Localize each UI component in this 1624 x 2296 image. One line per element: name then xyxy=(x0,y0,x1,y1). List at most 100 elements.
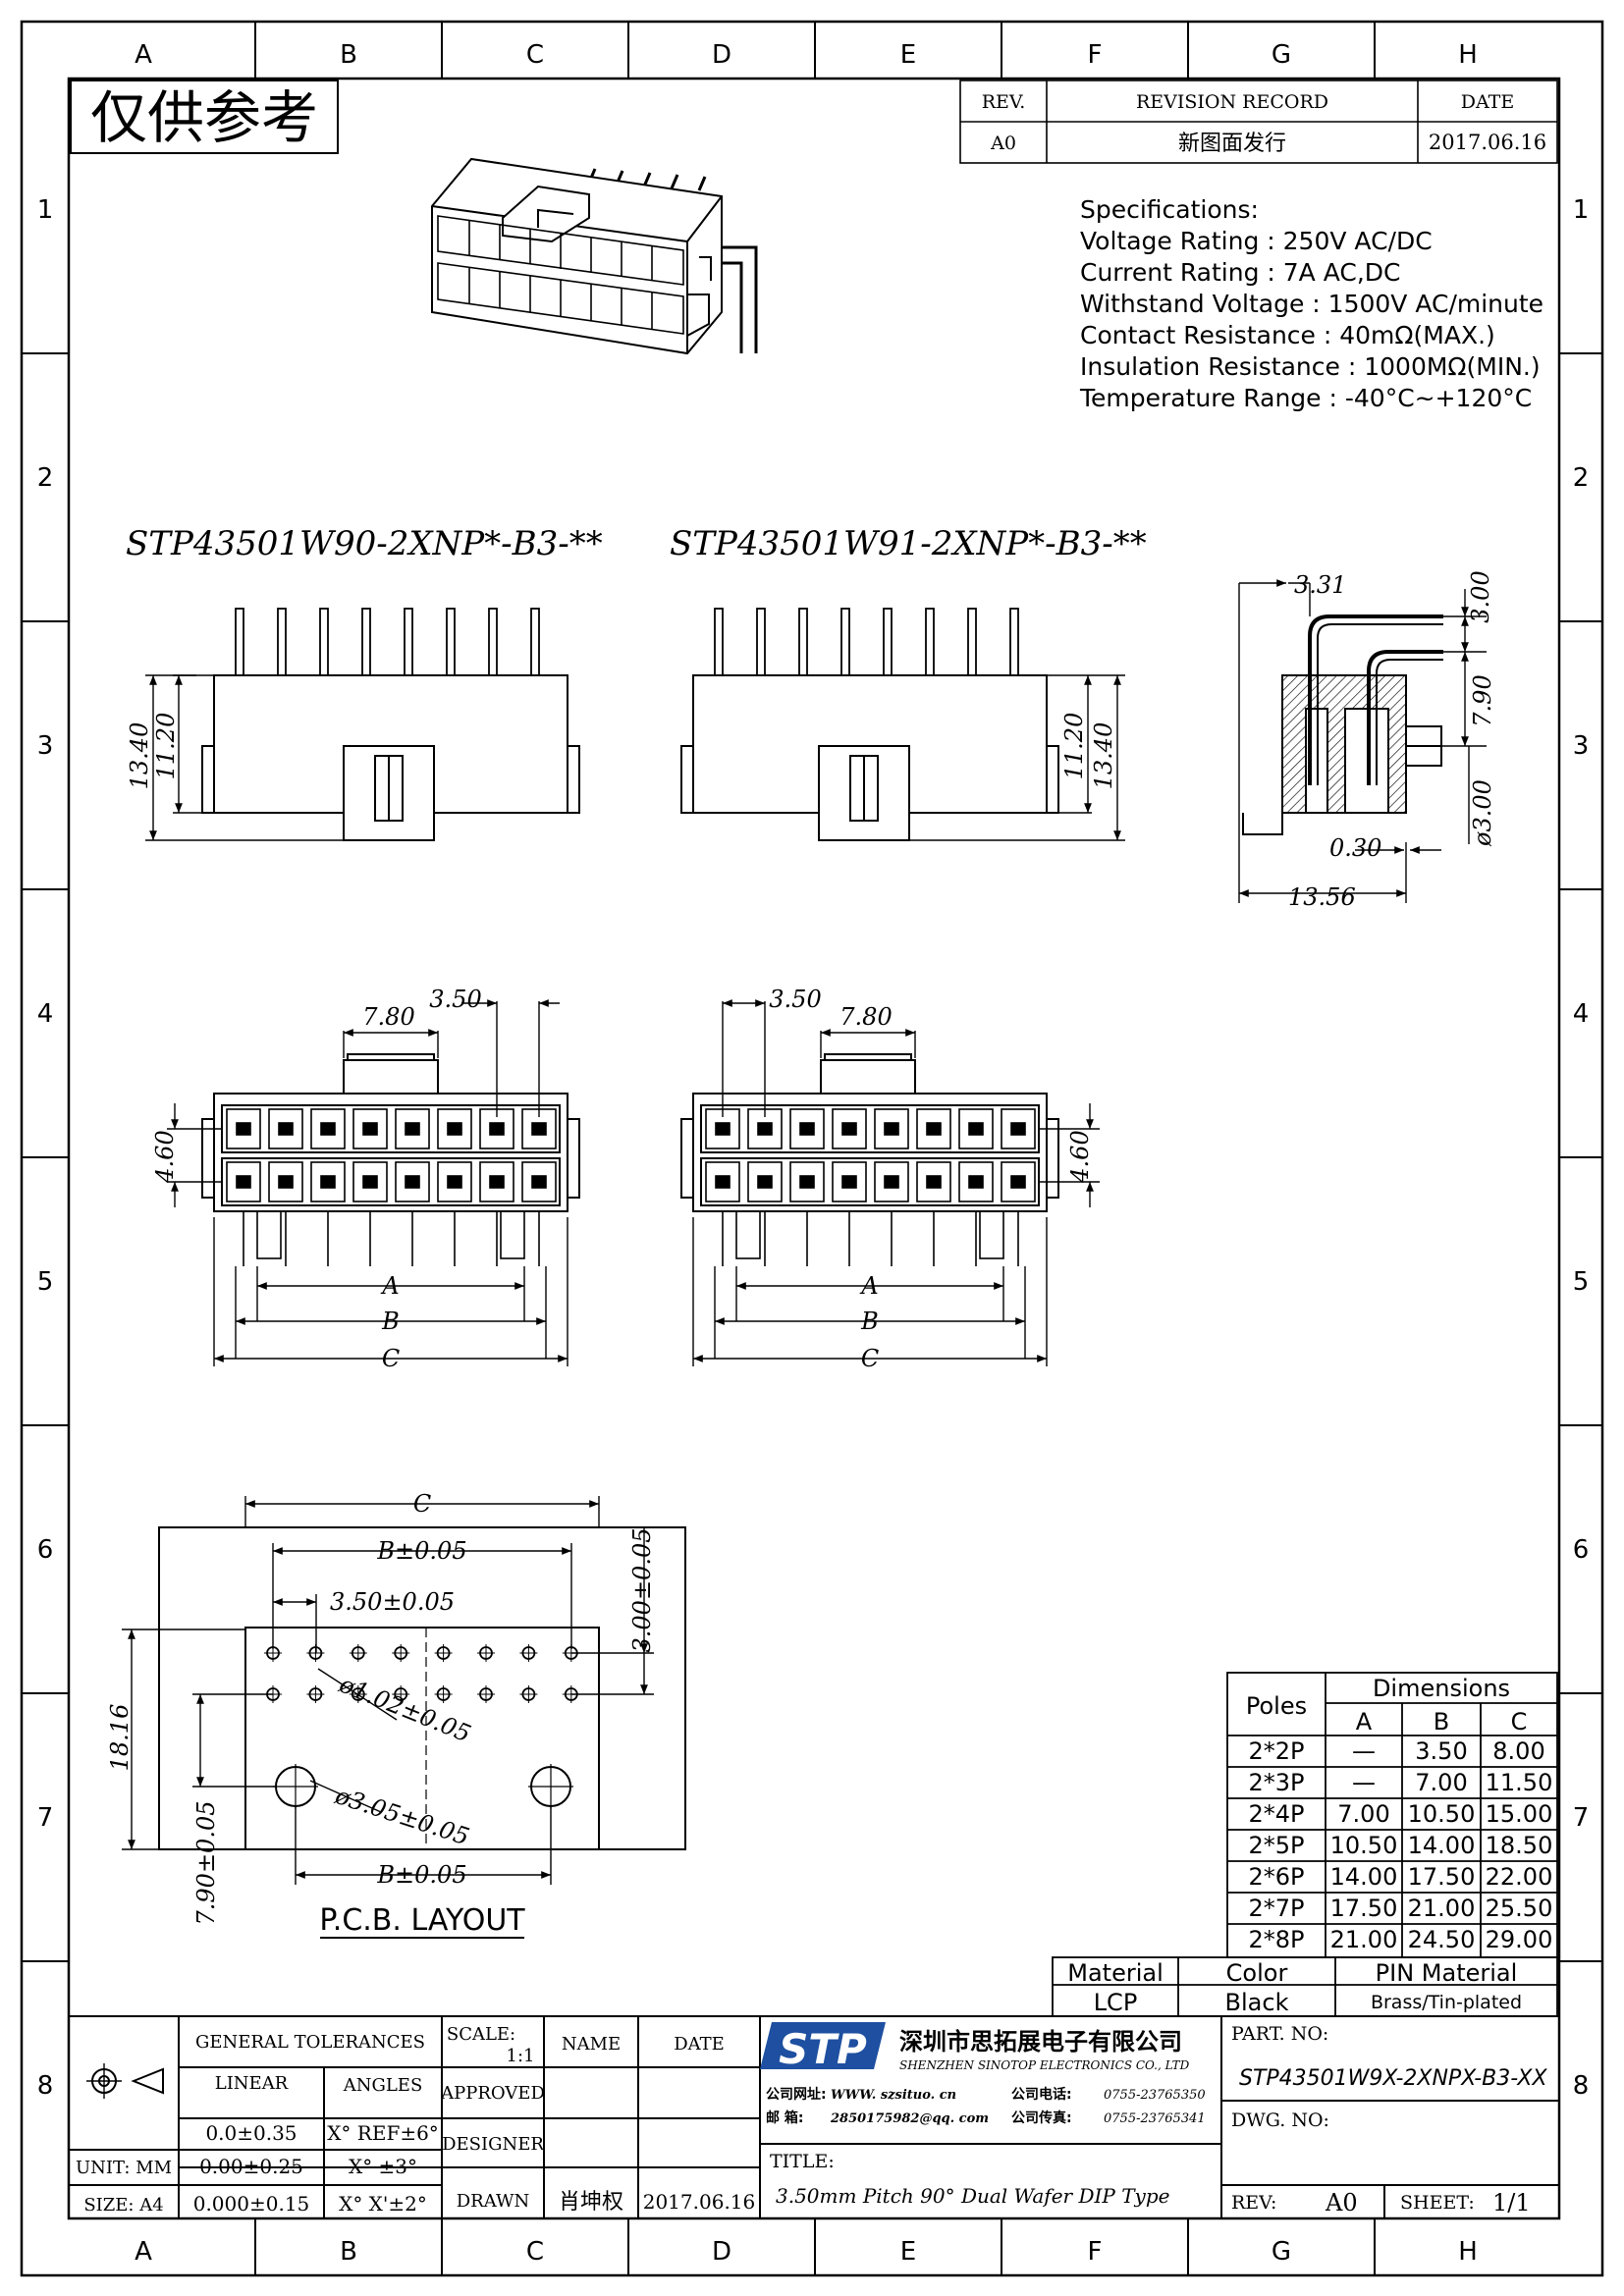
col-label-top: A xyxy=(135,40,152,70)
angles-label: ANGLES xyxy=(343,2075,423,2096)
cavity-slot xyxy=(832,1108,867,1149)
cavity-terminal xyxy=(236,1175,251,1189)
cavity-slot xyxy=(352,1108,388,1149)
table-cell-b: 7.00 xyxy=(1415,1769,1467,1796)
spec-line: Current Rating : 7A AC,DC xyxy=(1080,258,1401,287)
cavity-terminal xyxy=(447,1122,462,1136)
spec-title: Specifications: xyxy=(1080,195,1259,224)
dim-13-40-right: 13.40 xyxy=(1090,722,1117,790)
cavity-terminal xyxy=(531,1175,547,1189)
row-label-left: 8 xyxy=(37,2071,54,2101)
col-label-top: D xyxy=(712,40,731,70)
row-label-left: 7 xyxy=(37,1803,54,1833)
dim-B-right: B xyxy=(860,1308,879,1335)
tolerance-angle-1: X° REF±6° xyxy=(327,2121,439,2145)
company-mail-label: 邮 箱: xyxy=(766,2109,803,2126)
table-cell-c: 18.50 xyxy=(1486,1832,1553,1859)
cavity-terminal xyxy=(884,1122,899,1136)
table-cell-poles: 2*3P xyxy=(1248,1769,1304,1796)
table-cell-c: 15.00 xyxy=(1486,1800,1553,1828)
cavity-terminal xyxy=(362,1175,378,1189)
tolerance-linear-3: 0.000±0.15 xyxy=(193,2192,310,2216)
tolerance-angle-3: X° X'±2° xyxy=(339,2192,427,2216)
table-cell-poles: 2*7P xyxy=(1248,1895,1304,1922)
scale-value: 1:1 xyxy=(507,2046,535,2066)
cavity-terminal xyxy=(278,1122,294,1136)
table-cell-c: 29.00 xyxy=(1486,1926,1553,1953)
material-value: LCP xyxy=(1094,1989,1138,2016)
tolerance-linear-2: 0.00±0.25 xyxy=(199,2155,303,2178)
title-value: 3.50mm Pitch 90° Dual Wafer DIP Type xyxy=(776,2184,1169,2208)
dim-dia-3-00: ø3.00 xyxy=(1469,779,1496,847)
pin-material-value: Brass/Tin-plated xyxy=(1371,1992,1522,2013)
cavity-slot xyxy=(437,1161,472,1202)
material-header: Material xyxy=(1067,1959,1164,1987)
cavity-slot xyxy=(958,1108,994,1149)
cavity-slot xyxy=(310,1108,346,1149)
cavity-slot xyxy=(395,1161,430,1202)
table-cell-poles: 2*4P xyxy=(1248,1800,1304,1828)
dim-C-left: C xyxy=(382,1345,400,1372)
col-label-bottom: B xyxy=(340,2237,357,2267)
cavity-terminal xyxy=(799,1175,815,1189)
dim-3-50-left: 3.50 xyxy=(429,986,481,1013)
cavity-slot xyxy=(958,1161,994,1202)
spec-line: Insulation Resistance : 1000MΩ(MIN.) xyxy=(1080,352,1541,381)
table-header-A: A xyxy=(1356,1708,1373,1735)
cavity-slot xyxy=(310,1161,346,1202)
company-mail: 2850175982@qq. com xyxy=(830,2111,989,2126)
designer-label: DESIGNER xyxy=(442,2134,544,2155)
table-cell-a: 17.50 xyxy=(1330,1895,1398,1922)
front-view-left xyxy=(167,999,580,1366)
cavity-slot xyxy=(226,1108,261,1149)
spec-line: Temperature Range : -40°C~+120°C xyxy=(1079,384,1532,412)
table-cell-c: 25.50 xyxy=(1486,1895,1553,1922)
revision-header-record: REVISION RECORD xyxy=(1136,91,1328,113)
company-name-cn: 深圳市思拓展电子有限公司 xyxy=(899,2028,1182,2056)
cavity-slot xyxy=(1001,1108,1036,1149)
row-label-right: 7 xyxy=(1573,1803,1590,1833)
color-value: Black xyxy=(1225,1989,1289,2016)
title-block xyxy=(68,2015,1560,2219)
dwg-no-label: DWG. NO: xyxy=(1231,2109,1329,2131)
revision-record: 新图面发行 xyxy=(1178,132,1286,156)
pcb-dim-peg: ø3.05±0.05 xyxy=(331,1782,472,1851)
col-label-top: G xyxy=(1272,40,1291,70)
sheet-label: SHEET: xyxy=(1400,2192,1475,2214)
revision-table: REV. REVISION RECORD DATE A0 新图面发行 2017.… xyxy=(959,80,1558,164)
row-label-left: 3 xyxy=(37,731,54,761)
table-cell-c: 8.00 xyxy=(1492,1737,1544,1765)
table-cell-a: — xyxy=(1352,1769,1376,1796)
row-label-right: 3 xyxy=(1573,731,1590,761)
sheet-value: 1/1 xyxy=(1492,2189,1531,2216)
drawn-name: 肖坤权 xyxy=(559,2190,623,2215)
table-header-B: B xyxy=(1434,1708,1449,1735)
company-info: 深圳市思拓展电子有限公司 SHENZHEN SINOTOP ELECTRONIC… xyxy=(766,2028,1206,2126)
drawn-label: DRAWN xyxy=(457,2191,530,2212)
pcb-dim-C: C xyxy=(413,1490,431,1518)
cavity-terminal xyxy=(715,1122,731,1136)
cavity-terminal xyxy=(320,1122,336,1136)
linear-label: LINEAR xyxy=(215,2073,289,2094)
pin-material-header: PIN Material xyxy=(1376,1959,1518,1987)
pcb-layout-title: P.C.B. LAYOUT xyxy=(319,1903,525,1938)
side-view-right xyxy=(680,608,1125,841)
cavity-terminal xyxy=(715,1175,731,1189)
cavity-slot xyxy=(832,1161,867,1202)
cavity-slot xyxy=(789,1161,825,1202)
dim-7-80-right: 7.80 xyxy=(839,1003,892,1031)
company-logo-text: STP xyxy=(779,2025,867,2073)
tolerance-linear-1: 0.0±0.35 xyxy=(205,2121,297,2145)
table-cell-poles: 2*5P xyxy=(1248,1832,1304,1859)
col-label-bottom: A xyxy=(135,2237,152,2267)
size-label: SIZE: A4 xyxy=(83,2195,163,2216)
company-name-en: SHENZHEN SINOTOP ELECTRONICS CO., LTD xyxy=(899,2058,1190,2072)
row-label-right: 8 xyxy=(1573,2071,1590,2101)
cavity-terminal xyxy=(405,1175,420,1189)
cavity-slot xyxy=(705,1161,740,1202)
table-cell-c: 11.50 xyxy=(1486,1769,1553,1796)
cavity-terminal xyxy=(926,1175,942,1189)
specifications-block: Specifications: Voltage Rating : 250V AC… xyxy=(1079,195,1543,412)
reference-stamp: 仅供参考 xyxy=(70,80,339,154)
